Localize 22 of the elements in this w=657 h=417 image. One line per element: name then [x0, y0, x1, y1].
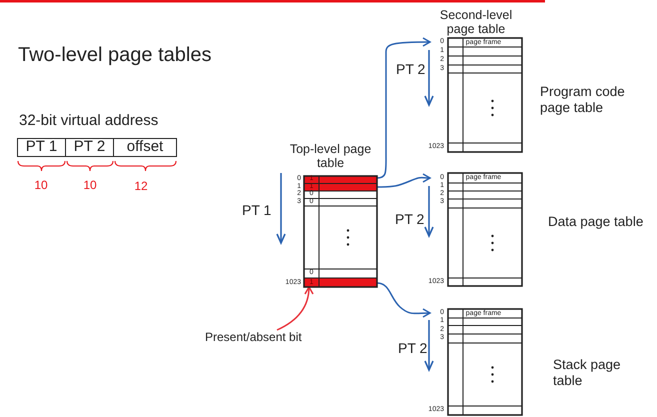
index-label: PT 2 — [398, 340, 428, 357]
table-caption: Stack page table — [553, 357, 622, 389]
address-field: offset — [114, 138, 177, 157]
address-field: PT 2 — [66, 138, 114, 157]
bit-count: 10 — [82, 178, 98, 192]
title: Two-level page tables — [18, 44, 212, 67]
annotation-text: Present/absent bit — [205, 330, 305, 345]
address-heading: 32-bit virtual address — [19, 112, 158, 129]
arrow — [276, 286, 314, 331]
index-label: PT 2 — [395, 211, 426, 228]
table-heading: Top-level page table — [288, 142, 372, 171]
table-caption: Program code page table — [540, 84, 626, 116]
arrow — [376, 282, 431, 318]
address-field: PT 1 — [17, 138, 66, 157]
index-label: PT 1 — [242, 202, 272, 219]
bit-count: 12 — [133, 179, 149, 194]
arrow — [376, 37, 431, 179]
table-heading: Second-level page table — [438, 8, 514, 37]
bit-count: 10 — [33, 178, 49, 192]
index-label: PT 2 — [396, 61, 426, 78]
table-caption: Data page table — [548, 214, 644, 230]
arrow — [377, 173, 431, 188]
